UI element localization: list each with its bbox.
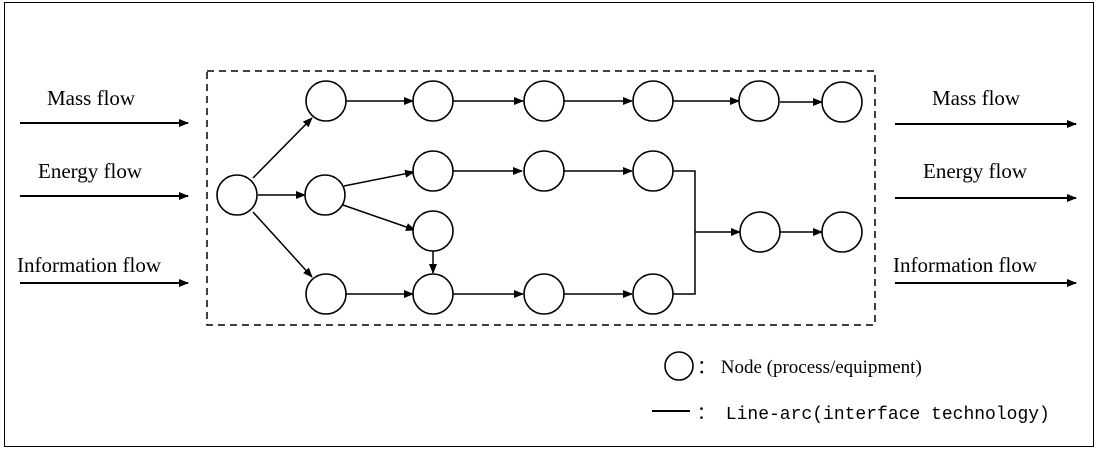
legend-line-label: ： Line-arc(interface technology)	[697, 405, 1050, 425]
node-top-1	[305, 80, 347, 122]
node-top-5	[738, 80, 780, 122]
node-top-3	[523, 80, 565, 122]
diagram-frame	[4, 2, 1094, 447]
node-bot-4	[632, 273, 674, 315]
right-energy-flow-label: Energy flow	[923, 159, 1028, 183]
node-mid-2	[412, 150, 454, 192]
line-arcs	[252, 97, 823, 298]
arc-source-top	[252, 117, 313, 179]
node-mid-3	[523, 150, 565, 192]
nodes	[216, 80, 863, 315]
node-top-4	[632, 80, 674, 122]
arc-mid-upper	[343, 169, 415, 187]
node-source	[216, 174, 258, 216]
node-bot-2	[412, 273, 454, 315]
legend-node-icon	[664, 351, 694, 381]
arc-mid-lower	[342, 204, 416, 231]
arc-merge-top	[673, 170, 696, 295]
left-information-flow-label: Information flow	[17, 253, 162, 277]
node-mid-4	[632, 150, 674, 192]
node-mid-1	[304, 174, 346, 216]
node-bot-3	[523, 273, 565, 315]
right-mass-flow-label: Mass flow	[932, 86, 1021, 110]
node-branch	[412, 210, 454, 252]
node-top-2	[412, 80, 454, 122]
left-mass-flow-label: Mass flow	[47, 86, 136, 110]
node-merge-1	[739, 211, 781, 253]
node-top-6	[821, 81, 863, 123]
arc-source-bottom	[252, 211, 313, 278]
legend-node-label: ： Node (process/equipment)	[697, 357, 922, 378]
left-energy-flow-label: Energy flow	[38, 159, 143, 183]
node-bot-1	[305, 273, 347, 315]
right-information-flow-label: Information flow	[893, 253, 1038, 277]
node-merge-2	[821, 211, 863, 253]
system-boundary	[206, 70, 876, 326]
